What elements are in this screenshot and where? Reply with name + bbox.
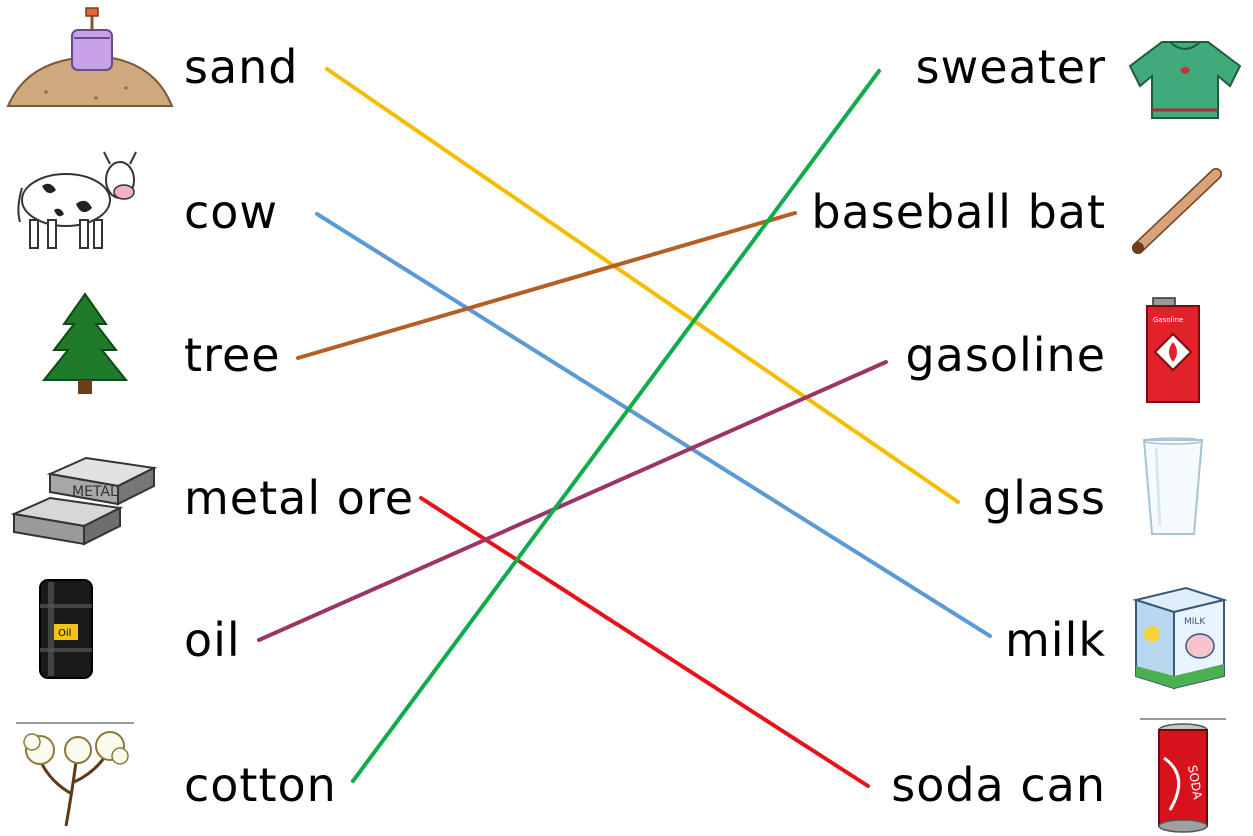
match-line-oil-gasoline	[257, 360, 888, 642]
soda-can-icon: SODA	[1140, 718, 1226, 833]
match-line-cow-milk	[315, 212, 992, 638]
milk-carton-icon: MILK	[1132, 586, 1228, 690]
right-label-gasoline: gasoline	[905, 328, 1106, 382]
left-label-cow: cow	[184, 185, 279, 239]
right-label-sweater: sweater	[915, 40, 1106, 94]
barrel-text: Oil	[58, 628, 71, 639]
gasoline-can-icon: Gasoline	[1146, 297, 1200, 403]
drinking-glass-icon	[1142, 437, 1204, 535]
right-label-baseball-bat: baseball bat	[811, 185, 1106, 239]
sand-pile-icon	[6, 7, 174, 107]
left-label-cotton: cotton	[184, 758, 337, 812]
match-line-tree-baseball-bat	[296, 211, 797, 360]
right-label-glass: glass	[982, 471, 1106, 525]
left-label-metal-ore: metal ore	[184, 471, 415, 525]
right-label-milk: milk	[1004, 613, 1106, 667]
right-label-soda-can: soda can	[891, 758, 1106, 812]
baseball-bat-icon	[1132, 168, 1222, 254]
left-label-oil: oil	[184, 613, 241, 667]
match-line-metal-ore-soda-can	[419, 496, 870, 788]
metal-bar-text: METAL	[72, 484, 118, 500]
gas-can-text: Gasoline	[1153, 316, 1183, 324]
match-line-sand-glass	[325, 67, 960, 504]
left-label-sand: sand	[184, 40, 299, 94]
milk-carton-text: MILK	[1184, 617, 1206, 627]
left-label-tree: tree	[184, 328, 281, 382]
pine-tree-icon	[41, 292, 129, 394]
match-line-cotton-sweater	[351, 69, 881, 783]
cow-icon	[17, 151, 137, 249]
oil-barrel-icon: Oil	[39, 579, 93, 679]
metal-bars-icon: METAL	[10, 456, 158, 546]
cotton-plant-icon	[16, 722, 134, 827]
sweater-icon	[1128, 41, 1242, 119]
soda-can-text: SODA	[1185, 764, 1205, 801]
